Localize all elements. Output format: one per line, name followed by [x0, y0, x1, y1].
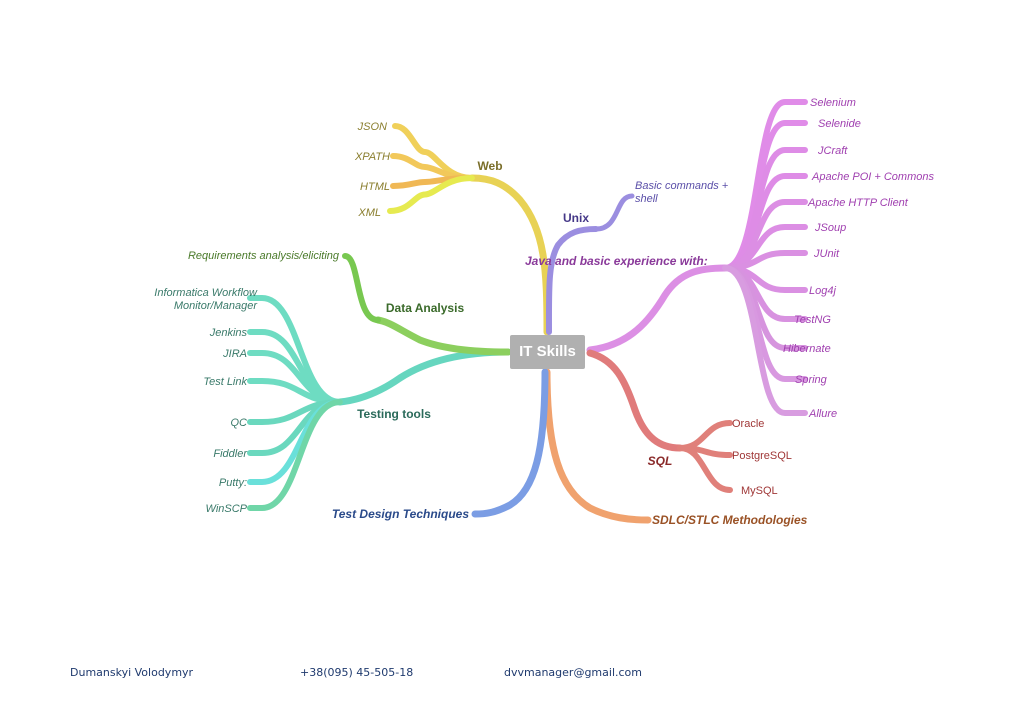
testing-leaf[interactable]: Test Link	[203, 376, 247, 388]
web-topic[interactable]: Web	[477, 159, 502, 173]
central-topic-box[interactable]	[510, 335, 585, 369]
java-leaf[interactable]: JUnit	[813, 248, 840, 260]
central-topic: IT Skills	[519, 343, 576, 360]
java-leaf[interactable]: Apache HTTP Client	[807, 197, 909, 209]
data-analysis-branch	[374, 316, 512, 356]
testing-leaf-branch	[247, 378, 343, 405]
java-leaf[interactable]: TestNG	[794, 314, 831, 326]
testing-leaf[interactable]: WinSCP	[206, 503, 248, 515]
web-leaf-branch	[387, 175, 475, 214]
java-leaf[interactable]: JSoup	[814, 222, 846, 234]
java-leaf-branch	[722, 265, 808, 416]
web-leaf[interactable]: HTML	[360, 181, 390, 193]
java-leaf[interactable]: JCraft	[817, 145, 848, 157]
sql-leaf-branch	[677, 445, 733, 493]
java-branch	[586, 264, 729, 354]
sql-topic[interactable]: SQL	[648, 454, 673, 468]
data-analysis-topic[interactable]: Data Analysis	[386, 301, 465, 315]
tdt-branch	[471, 368, 549, 518]
author-name: Dumanskyi Volodymyr	[70, 666, 194, 679]
web-branch	[468, 174, 551, 336]
java-leaf[interactable]: Selenide	[818, 118, 861, 130]
data-analysis-leaf-branch	[342, 253, 381, 323]
web-leaf-branch	[390, 153, 475, 181]
sql-leaf[interactable]: PostgreSQL	[732, 450, 792, 462]
java-topic[interactable]: Java and basic experience with:	[525, 254, 708, 268]
web-leaf[interactable]: JSON	[357, 121, 387, 133]
java-leaf[interactable]: Log4j	[809, 285, 836, 297]
unix-leaf-branch	[593, 193, 635, 232]
sql-leaf[interactable]: Oracle	[732, 418, 764, 430]
sql-leaf[interactable]: MySQL	[741, 485, 778, 497]
testing-leaf[interactable]: Informatica Workflow	[154, 287, 258, 299]
testing-leaf-branch	[247, 399, 343, 511]
test-design-topic[interactable]: Test Design Techniques	[332, 507, 469, 521]
data-analysis-leaf[interactable]: Requirements analysis/eliciting	[188, 250, 340, 262]
testing-leaf[interactable]: QC	[231, 417, 248, 429]
unix-topic[interactable]: Unix	[563, 211, 589, 225]
java-leaf[interactable]: Hibernate	[783, 343, 831, 355]
testing-leaf[interactable]: Jenkins	[209, 327, 248, 339]
testing-leaf[interactable]: Monitor/Manager	[174, 300, 258, 312]
testing-leaf[interactable]: Putty:	[219, 477, 247, 489]
java-leaf[interactable]: Apache POI + Commons	[811, 171, 934, 183]
java-leaf[interactable]: Selenium	[810, 97, 856, 109]
sdlc-branch	[543, 368, 652, 524]
unix-leaf[interactable]: Basic commands +shell	[635, 180, 729, 205]
java-leaf[interactable]: Allure	[808, 408, 837, 420]
testing-branch	[336, 348, 512, 406]
testing-tools-topic[interactable]: Testing tools	[357, 407, 431, 421]
testing-leaf[interactable]: Fiddler	[213, 448, 248, 460]
unix-branch	[545, 226, 599, 335]
web-leaf[interactable]: XML	[357, 207, 381, 219]
author-email: dvvmanager@gmail.com	[504, 666, 642, 679]
web-leaf[interactable]: XPATH	[354, 151, 390, 163]
sdlc-topic[interactable]: SDLC/STLC Methodologies	[652, 513, 808, 527]
sql-leaf-branch	[677, 420, 733, 451]
java-leaf[interactable]: Spring	[795, 374, 828, 386]
testing-leaf[interactable]: JIRA	[222, 348, 247, 360]
sql-branch	[586, 349, 684, 452]
author-phone: +38(095) 45-505-18	[300, 666, 414, 679]
